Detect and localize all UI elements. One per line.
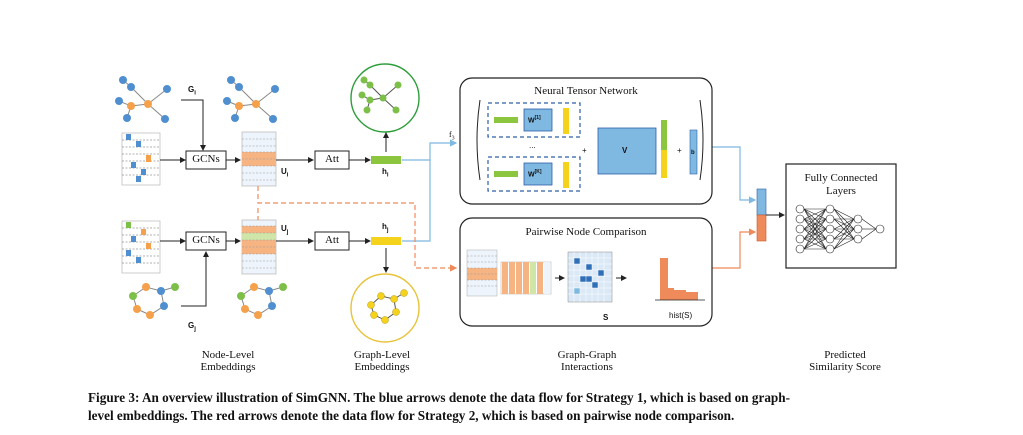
v-label: V	[622, 146, 628, 155]
graph-level-embedding-top-icon	[350, 63, 420, 133]
caption-line-1: Figure 3: An overview illustration of Si…	[88, 390, 790, 405]
gcns-top-label: GCNs	[192, 153, 220, 165]
w1-matrix	[523, 108, 553, 132]
fc-edge	[861, 228, 877, 240]
plus-2: +	[677, 146, 682, 155]
gcns-bottom-label: GCNs	[192, 234, 220, 246]
hj-embedding-bar	[371, 237, 401, 245]
hist-label: hist(S)	[669, 311, 693, 320]
f3-label: f3	[449, 130, 455, 142]
fc-edge	[803, 208, 827, 220]
s-label: S	[603, 313, 609, 322]
gi-label: Gi	[188, 85, 196, 97]
fc-edge	[803, 208, 827, 250]
fc-edge	[833, 228, 855, 250]
fc-edge	[803, 218, 827, 250]
plus-1: +	[582, 146, 587, 155]
fc-edge	[833, 208, 855, 220]
wk-label: W[K]	[528, 169, 542, 179]
input-matrix-top	[121, 132, 161, 186]
strategy2-red-arrows	[257, 186, 458, 272]
histogram-hist-s	[655, 258, 705, 301]
b-vector	[689, 129, 698, 175]
pnc-stacked-embeddings	[466, 249, 498, 297]
hj-label: hj	[382, 222, 389, 234]
strategy1-blue-arrows	[402, 139, 757, 242]
fc-edge	[833, 238, 855, 250]
uj-label: Uj	[281, 224, 289, 236]
ui-label: Ui	[281, 167, 289, 179]
v-matrix	[597, 127, 657, 175]
att-bottom-label: Att	[324, 234, 340, 246]
figure-caption: Figure 3: An overview illustration of Si…	[88, 389, 998, 425]
gj-arrow	[181, 251, 209, 307]
gj-label: Gj	[188, 321, 196, 333]
similarity-matrix-s	[567, 251, 613, 303]
graph-gi-embedded-icon	[223, 76, 279, 123]
att-top-label: Att	[324, 153, 340, 165]
b-label: b	[691, 150, 695, 156]
concatenated-vector	[756, 188, 767, 242]
gi-arrow	[181, 99, 206, 151]
pnc-title: Pairwise Node Comparison	[525, 226, 647, 238]
graph-level-embedding-bottom-icon	[350, 273, 420, 343]
ellipsis: ...	[529, 141, 536, 150]
caption-line-2: level embeddings. The red arrows denote …	[88, 408, 735, 423]
fc-edge	[833, 218, 855, 250]
graph-gi-icon	[115, 76, 171, 123]
fc-network-icon	[795, 204, 885, 254]
fc-edge	[803, 208, 827, 230]
wk-matrix	[523, 162, 553, 186]
node-embeddings-ui	[241, 131, 277, 187]
fc-edge	[803, 228, 827, 250]
hi-label: hi	[382, 167, 389, 179]
input-matrix-bottom	[121, 220, 161, 274]
w1-label: W[1]	[528, 115, 541, 125]
fc-edge	[803, 208, 827, 240]
fc-edge	[833, 218, 855, 240]
graph-gj-icon	[129, 283, 179, 319]
node-embeddings-uj	[241, 219, 277, 275]
fc-edge	[833, 218, 855, 230]
fc-edge	[861, 218, 877, 230]
graph-gj-embedded-icon	[237, 283, 287, 319]
ntn-title: Neural Tensor Network	[534, 85, 638, 97]
pnc-transposed-embeddings	[500, 261, 552, 295]
hi-embedding-bar	[371, 156, 401, 164]
fc-edge	[803, 238, 827, 250]
